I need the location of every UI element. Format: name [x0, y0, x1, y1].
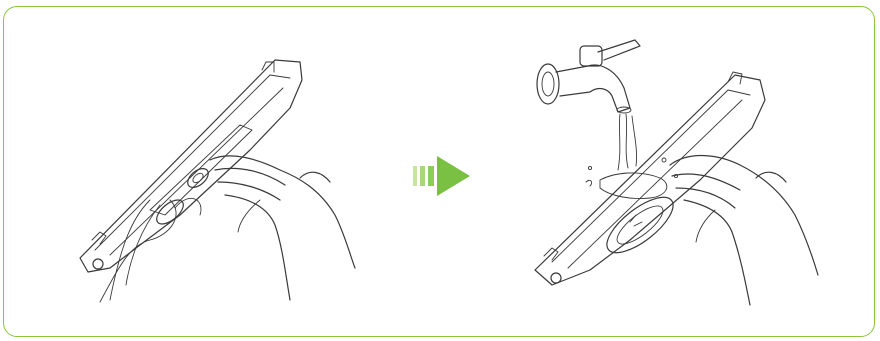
faucet-illustration	[537, 40, 640, 113]
arrow-right-icon	[413, 156, 470, 196]
mop-tray-before-illustration	[80, 60, 302, 302]
mop-tray-after-illustration	[535, 72, 765, 285]
hand-left-illustration	[210, 156, 355, 300]
water-stream-illustration	[586, 114, 678, 199]
hand-right-illustration	[670, 156, 818, 305]
